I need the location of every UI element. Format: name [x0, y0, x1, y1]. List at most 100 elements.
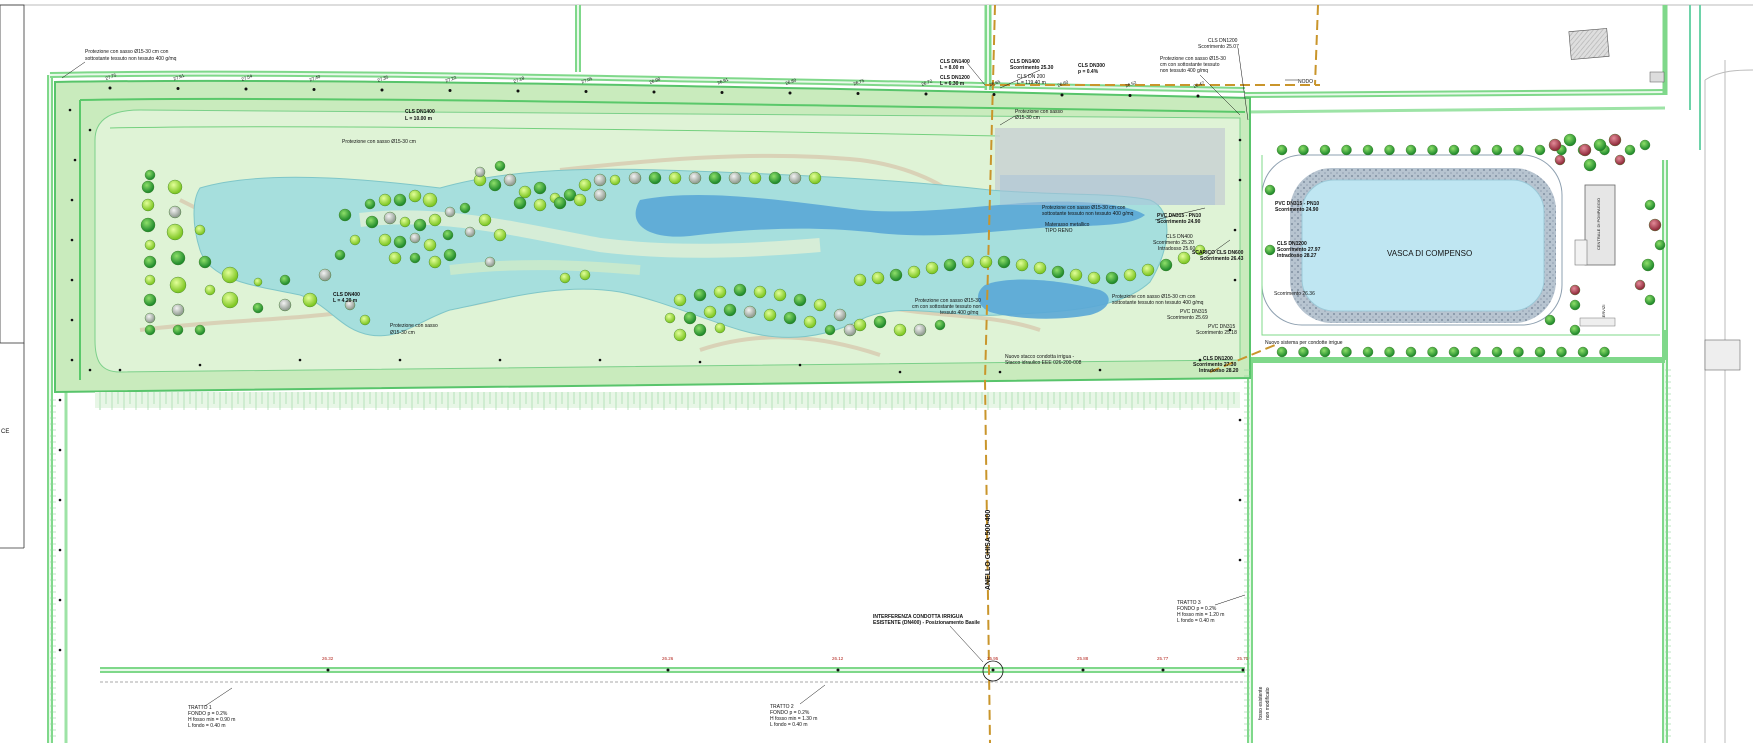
elevation-marker-red: 25.70 — [1237, 656, 1249, 672]
tree-icon — [1544, 314, 1556, 326]
tree-icon — [1069, 268, 1083, 282]
tree-icon — [474, 166, 486, 178]
tree-icon — [648, 171, 662, 185]
svg-text:26.26: 26.26 — [662, 656, 674, 661]
tree-icon — [1624, 144, 1636, 156]
label-cls-dn400: CLS DN400 L = 4.20 m — [333, 292, 361, 304]
label-prot-topleft: Protezione con sasso Ø15-30 cm con sotto… — [85, 49, 177, 62]
tree-icon — [768, 171, 782, 185]
tree-icon — [1513, 346, 1524, 358]
tree-icon — [388, 251, 402, 265]
elevation-marker: 26.52 — [1125, 80, 1137, 97]
tree-icon — [871, 271, 885, 285]
elevation-marker: 27.18 — [513, 75, 525, 93]
tree-icon — [140, 217, 156, 233]
tree-icon — [1194, 244, 1206, 256]
elevation-marker-red: 26.26 — [662, 656, 674, 672]
label-cls-dn1200-bottom: CLS DN1200 Scorrimento 27.30 Intradosso … — [1193, 356, 1239, 374]
label-cls-dn1400-a: CLS DN1400 L = 10.00 m — [405, 109, 436, 122]
label-tratto3: TRATTO 3 FONDO p = 0.2% H fosso min = 1.… — [1177, 600, 1226, 624]
tree-icon — [579, 269, 591, 281]
left-frame: CE — [0, 4, 25, 549]
svg-text:27.40: 27.40 — [309, 74, 322, 83]
elevation-marker: 27.54 — [241, 73, 254, 91]
tree-icon — [533, 181, 547, 195]
tree-icon — [1448, 144, 1460, 156]
tree-icon — [459, 202, 471, 214]
elevation-marker: 27.35 — [377, 74, 389, 92]
tree-icon — [628, 171, 642, 185]
svg-text:26.47: 26.47 — [1193, 80, 1206, 89]
tree-icon — [422, 192, 438, 208]
svg-text:26.72: 26.72 — [921, 78, 934, 87]
tree-icon — [1298, 346, 1309, 358]
tree-icon — [907, 265, 921, 279]
label-pvc-dn315-a: PVC DN315 Scorrimento 25.69 — [1167, 309, 1209, 321]
tree-icon — [1563, 133, 1577, 147]
svg-text:26.65: 26.65 — [989, 79, 1002, 88]
tree-icon — [1491, 144, 1503, 156]
tree-icon — [843, 323, 857, 337]
building-small — [1649, 71, 1665, 83]
tree-icon — [1341, 144, 1352, 156]
tree-icon — [378, 233, 392, 247]
tree-icon — [1648, 218, 1662, 232]
tree-icon — [1319, 346, 1331, 358]
tree-icon — [1569, 299, 1581, 311]
tree-icon — [168, 205, 182, 219]
tree-icon — [1123, 268, 1137, 282]
svg-text:26.32: 26.32 — [322, 656, 334, 661]
tree-icon — [783, 311, 797, 325]
tree-icon — [533, 198, 547, 212]
tree-icon — [423, 238, 437, 252]
elevation-marker: 26.91 — [717, 77, 729, 94]
tree-icon — [408, 189, 422, 203]
tree-icon — [144, 239, 156, 251]
tree-icon — [593, 173, 607, 187]
basin-label: VASCA DI COMPENSO — [1387, 249, 1472, 258]
tree-icon — [723, 303, 737, 317]
label-prot-ovest: Protezione con sasso Ø15-30 cm — [342, 139, 416, 145]
elevation-marker: 27.22 — [445, 75, 457, 92]
basin-water — [1301, 179, 1545, 312]
svg-text:27.05: 27.05 — [581, 76, 594, 85]
svg-text:27.54: 27.54 — [241, 73, 254, 82]
tree-icon — [221, 266, 239, 284]
tree-icon — [668, 171, 682, 185]
label-prot-ne: Protezione con sasso Ø15-30 cm con sotto… — [1160, 56, 1227, 74]
tree-icon — [478, 213, 492, 227]
tree-icon — [1159, 258, 1173, 272]
tree-icon — [488, 178, 502, 192]
tree-icon — [1033, 261, 1047, 275]
tree-icon — [1634, 279, 1646, 291]
tree-icon — [204, 284, 216, 296]
label-cls-dn1200-east: CLS DN1200 Scorrimento 27.97 Intradosso … — [1277, 241, 1322, 259]
tree-icon — [1554, 154, 1566, 166]
elevation-marker: 27.05 — [581, 76, 594, 93]
tree-icon — [913, 323, 927, 337]
tree-icon — [563, 188, 577, 202]
tree-icon — [221, 291, 239, 309]
label-pvc-dn315-east: PVC DN315 - PN10 Scorrimento 24.90 — [1275, 201, 1321, 213]
label-nuovo-stacco: Nuovo stacco condotta irrigua - Stacco i… — [1005, 354, 1082, 366]
tree-icon — [1577, 346, 1589, 358]
tree-icon — [873, 315, 887, 329]
tree-icon — [1384, 346, 1395, 358]
tree-icon — [409, 252, 421, 264]
tree-icon — [559, 272, 571, 284]
tree-icon — [393, 235, 407, 249]
service-box — [1574, 239, 1588, 266]
tree-icon — [961, 255, 975, 269]
tree-icon — [484, 256, 496, 268]
tree-icon — [773, 288, 787, 302]
tree-icon — [673, 293, 687, 307]
annotations: Protezione con sasso Ø15-30 cm con sotto… — [61, 38, 1343, 729]
tree-icon — [143, 255, 157, 269]
label-tratto2: TRATTO 2 FONDO p = 0.2% H fosso min = 1.… — [770, 704, 819, 728]
tree-icon — [166, 223, 184, 241]
tree-icon — [708, 171, 722, 185]
label-tratto1: TRATTO 1 FONDO p = 0.2% H fosso min = 0.… — [188, 705, 237, 729]
svg-text:26.80: 26.80 — [785, 77, 798, 86]
survey-points — [58, 108, 1242, 652]
tree-icon — [338, 208, 352, 222]
